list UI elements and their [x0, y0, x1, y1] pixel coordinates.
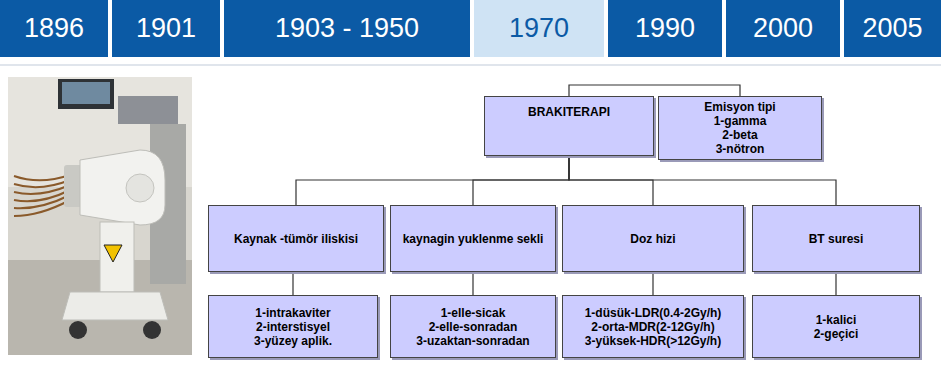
node-text: Emisyon tipi: [704, 100, 775, 114]
node-text: 3-nötron: [716, 142, 765, 156]
connector-line: [652, 272, 653, 295]
category-box: kaynagin yuklenme sekli: [390, 205, 556, 272]
node-text: 1-düsük-LDR(0.4-2Gy/h): [585, 306, 722, 320]
machine-head: [80, 150, 165, 225]
machine-column: [100, 222, 134, 292]
connector-line: [569, 156, 836, 205]
year-tab: 2000: [726, 0, 840, 57]
connector-line: [472, 272, 473, 295]
node-text: 2-geçici: [814, 327, 859, 341]
item-box: 1-kalici2-geçici: [752, 295, 920, 358]
afterloader-photo: [8, 77, 192, 355]
radiation-sign: [104, 245, 122, 262]
node-text: 2000: [753, 13, 813, 44]
node-text: kaynagin yuklenme sekli: [403, 232, 544, 246]
node-text: 1-gamma: [714, 114, 767, 128]
node-text: 2-beta: [722, 128, 757, 142]
node-text: 2-orta-MDR(2-12Gy/h): [591, 320, 714, 334]
photo-ground: [8, 77, 192, 355]
node-text: Doz hizi: [630, 232, 675, 246]
node-text: 2-elle-sonradan: [429, 320, 518, 334]
node-text: BT suresi: [809, 232, 864, 246]
node-text: 2005: [862, 13, 922, 44]
divider-line: [0, 64, 941, 66]
node-text: 1990: [635, 13, 695, 44]
node-text: 2-interstisyel: [256, 320, 330, 334]
node-text: 1896: [24, 13, 84, 44]
year-tab: 1990: [608, 0, 722, 57]
node-text: 3-yüksek-HDR(>12Gy/h): [585, 334, 721, 348]
connector-line: [473, 156, 569, 205]
item-box: 1-düsük-LDR(0.4-2Gy/h)2-orta-MDR(2-12Gy/…: [562, 295, 744, 358]
info-box: Emisyon tipi1-gamma2-beta3-nötron: [658, 96, 822, 160]
year-tab: 1970: [474, 0, 604, 57]
equipment: [118, 96, 178, 124]
year-tab: 2005: [844, 0, 941, 57]
category-box: Kaynak -tümör iliskisi: [208, 205, 384, 272]
machine-knob: [126, 174, 154, 202]
node-text: 1903 - 1950: [275, 13, 419, 44]
root-box: BRAKITERAPI: [484, 96, 654, 156]
node-text: BRAKITERAPI: [528, 105, 610, 119]
connector-line: [292, 272, 293, 295]
wheel: [69, 321, 87, 339]
node-text: 1-intrakaviter: [255, 306, 330, 320]
node-text: Kaynak -tümör iliskisi: [234, 232, 358, 246]
connector-line: [835, 272, 836, 295]
item-box: 1-intrakaviter2-interstisyel3-yüzey apli…: [208, 295, 378, 358]
year-tab: 1901: [112, 0, 220, 57]
wheel: [143, 321, 161, 339]
tubes: [14, 175, 70, 216]
connector-line: [569, 85, 740, 96]
node-text: 1901: [136, 13, 196, 44]
category-box: BT suresi: [752, 205, 920, 272]
node-text: 1-kalici: [816, 313, 857, 327]
year-tab: 1903 - 1950: [224, 0, 470, 57]
connector-line: [296, 156, 569, 205]
machine-base: [62, 292, 168, 320]
node-text: 1-elle-sicak: [441, 306, 506, 320]
node-text: 3-yüzey aplik.: [254, 334, 332, 348]
node-text: 1970: [509, 13, 569, 44]
category-box: Doz hizi: [562, 205, 744, 272]
connector-head: [64, 165, 82, 207]
monitor: [58, 79, 114, 109]
node-text: 3-uzaktan-sonradan: [416, 334, 529, 348]
item-box: 1-elle-sicak2-elle-sonradan3-uzaktan-son…: [390, 295, 556, 358]
monitor-screen: [62, 82, 110, 104]
year-tab: 1896: [0, 0, 108, 57]
